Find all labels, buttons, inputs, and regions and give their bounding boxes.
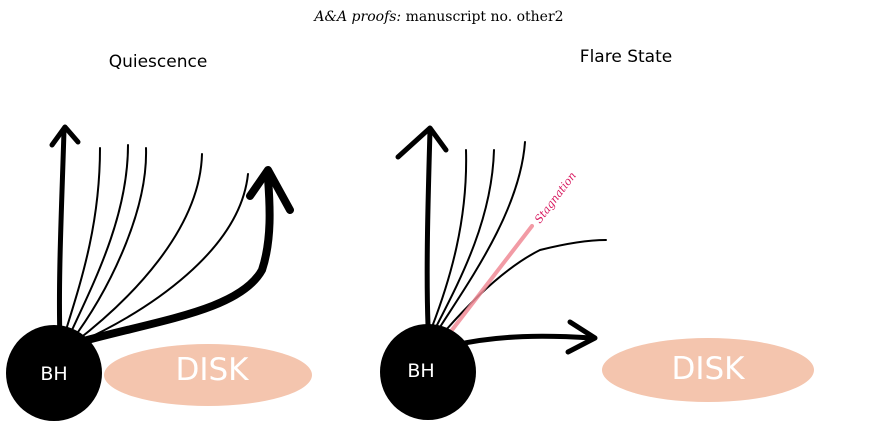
black-hole-quiescence xyxy=(6,325,102,421)
bh-label-flare: BH xyxy=(407,360,434,382)
stagnation-line xyxy=(450,224,534,332)
disk-flare xyxy=(602,338,814,402)
disk-quiescence xyxy=(104,344,312,406)
field-lines-flare xyxy=(431,141,607,331)
journal-name: A&A proofs: xyxy=(312,9,401,25)
jet-arrow-flare xyxy=(395,125,449,328)
panel-title-quiescence: Quiescence xyxy=(109,52,208,72)
running-header: A&A proofs: manuscript no. other2 xyxy=(312,9,563,25)
outflow-arrow-quiescence xyxy=(76,166,294,346)
panel-title-flare: Flare State xyxy=(580,47,672,67)
stagnation-marker: Stagnation xyxy=(450,169,579,332)
outflow-arrow-flare xyxy=(452,319,598,355)
disk-label-quiescence: DISK xyxy=(175,352,249,388)
panel-flare: Flare State DISK Stagnation BH xyxy=(380,47,814,420)
panel-quiescence: Quiescence DISK BH xyxy=(6,52,312,421)
bh-label-quiescence: BH xyxy=(40,363,67,385)
black-hole-flare xyxy=(380,324,476,420)
manuscript-label: manuscript no. other2 xyxy=(406,9,564,25)
jet-arrow-quiescence xyxy=(49,124,81,343)
disk-label-flare: DISK xyxy=(671,351,745,387)
field-lines-quiescence xyxy=(61,144,249,344)
stagnation-label: Stagnation xyxy=(532,169,579,225)
